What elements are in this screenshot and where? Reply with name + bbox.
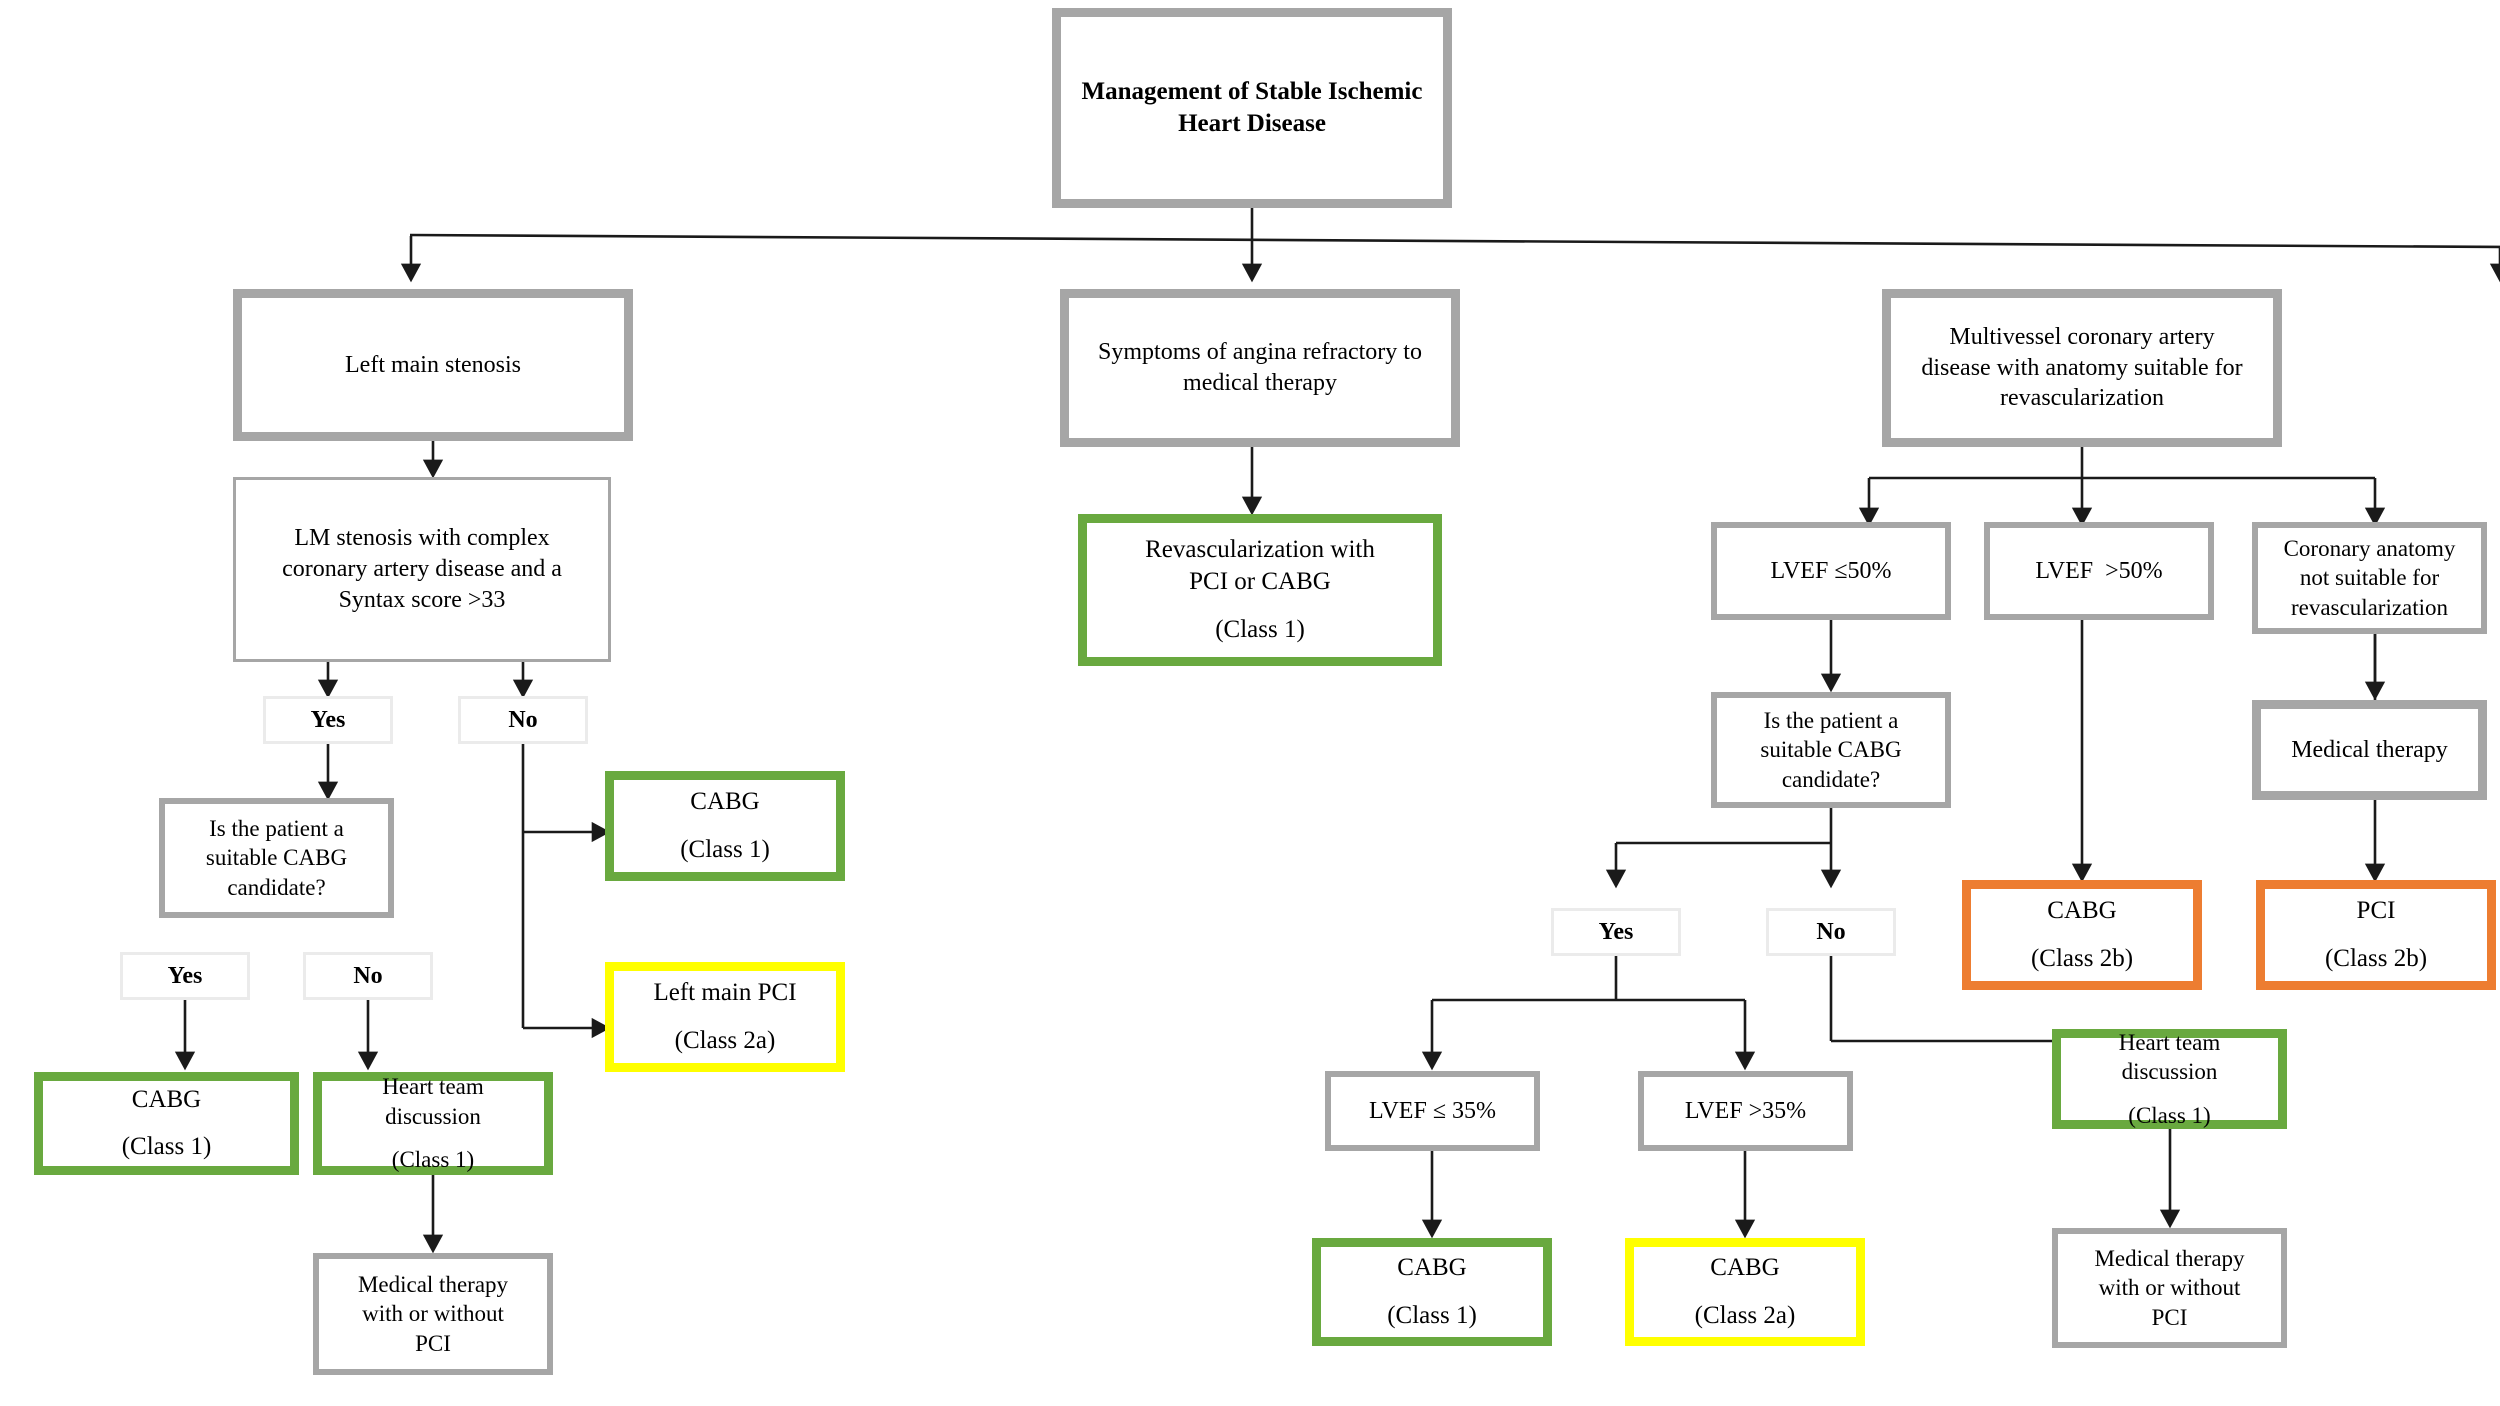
node-text-line: PCI bbox=[2356, 897, 2396, 925]
node-text-line: disease with anatomy suitable for bbox=[1921, 354, 2243, 381]
node-lm-cabg-class1: CABG (Class 1) bbox=[34, 1072, 299, 1175]
node-text-line: LVEF ≤50% bbox=[1770, 557, 1892, 584]
node-anatomy-not-suitable: Coronary anatomy not suitable for revasc… bbox=[2252, 522, 2487, 634]
node-text-line: Left main PCI bbox=[653, 979, 797, 1007]
node-lvef-gt-35: LVEF >35% bbox=[1638, 1071, 1853, 1151]
node-text-line: (Class 1) bbox=[121, 1133, 212, 1161]
node-text-line: Is the patient a bbox=[209, 815, 344, 841]
node-text-line: No bbox=[353, 962, 383, 989]
node-mv-pci-class2b: PCI (Class 2b) bbox=[2256, 880, 2496, 990]
node-text-line: Medical therapy bbox=[2094, 1245, 2245, 1271]
node-text-line: (Class 1) bbox=[2128, 1102, 2211, 1128]
node-text-line: LVEF ≤ 35% bbox=[1369, 1097, 1496, 1124]
node-multivessel-cad: Multivessel coronary artery disease with… bbox=[1882, 289, 2282, 447]
node-text-line: (Class 2a) bbox=[674, 1026, 776, 1054]
node-lm-branch-yes: Yes bbox=[263, 696, 393, 744]
node-mv-medical-therapy-pci: Medical therapy with or without PCI bbox=[2052, 1228, 2287, 1348]
node-text-line: Medical therapy bbox=[2291, 736, 2448, 763]
node-text-line: Left main stenosis bbox=[345, 351, 521, 378]
node-text-line: coronary artery disease and a bbox=[282, 556, 562, 583]
node-mv-cabg-class1: CABG (Class 1) bbox=[1312, 1238, 1552, 1346]
node-text-line: PCI bbox=[415, 1330, 451, 1356]
node-text-line: discussion bbox=[2121, 1059, 2218, 1085]
node-text-line: Management of Stable Ischemic bbox=[1081, 78, 1423, 105]
node-mv-heart-team: Heart team discussion (Class 1) bbox=[2052, 1029, 2287, 1129]
node-lm-medical-therapy-pci: Medical therapy with or without PCI bbox=[313, 1253, 553, 1375]
node-text-line: No bbox=[508, 706, 538, 733]
node-text-line: Yes bbox=[1598, 918, 1634, 945]
node-mv-cabg-class2a: CABG (Class 2a) bbox=[1625, 1238, 1865, 1346]
node-mv-medical-therapy: Medical therapy bbox=[2252, 700, 2487, 800]
node-text-line: CABG bbox=[1397, 1254, 1467, 1282]
node-text-line: Heart team bbox=[382, 1074, 484, 1100]
node-text-line: candidate? bbox=[1781, 766, 1881, 792]
node-text-line: with or without bbox=[362, 1301, 504, 1327]
node-text-line: PCI bbox=[2151, 1304, 2188, 1330]
node-text-line: LVEF >50% bbox=[2035, 557, 2163, 584]
node-lm-complex-syntax: LM stenosis with complex coronary artery… bbox=[233, 477, 611, 662]
node-root-title: Management of Stable Ischemic Heart Dise… bbox=[1052, 8, 1452, 208]
node-text-line: Symptoms of angina refractory to bbox=[1098, 339, 1422, 366]
node-left-main-stenosis: Left main stenosis bbox=[233, 289, 633, 441]
node-lvef-le-35: LVEF ≤ 35% bbox=[1325, 1071, 1540, 1151]
node-text-line: suitable CABG bbox=[205, 845, 348, 871]
node-lm-no-cabg-class1: CABG (Class 1) bbox=[605, 771, 845, 881]
node-text-line: Revascularization with bbox=[1145, 536, 1375, 564]
node-text-line: suitable CABG bbox=[1760, 737, 1902, 763]
node-text-line: CABG bbox=[2047, 897, 2117, 925]
node-text-line: (Class 1) bbox=[391, 1147, 475, 1173]
node-lm-cabg-candidate: Is the patient a suitable CABG candidate… bbox=[159, 798, 394, 918]
node-text-line: Medical therapy bbox=[357, 1271, 509, 1297]
node-text-line: (Class 2b) bbox=[2324, 944, 2428, 972]
node-text-line: medical therapy bbox=[1183, 370, 1337, 396]
node-lm-left-main-pci-class2a: Left main PCI (Class 2a) bbox=[605, 962, 845, 1072]
node-angina-refractory: Symptoms of angina refractory to medical… bbox=[1060, 289, 1460, 447]
node-text-line: CABG bbox=[131, 1085, 202, 1113]
node-text-line: PCI or CABG bbox=[1189, 568, 1331, 596]
node-text-line: LVEF >35% bbox=[1684, 1097, 1807, 1124]
node-text-line: (Class 1) bbox=[1215, 615, 1305, 643]
node-text-line: Heart team bbox=[2118, 1029, 2221, 1055]
node-text-line: Yes bbox=[167, 962, 203, 989]
node-lm-candidate-yes: Yes bbox=[120, 952, 250, 1000]
node-text-line: candidate? bbox=[227, 874, 326, 900]
node-text-line: CABG bbox=[690, 788, 760, 816]
node-text-line: Heart Disease bbox=[1178, 110, 1326, 137]
node-text-line: discussion bbox=[385, 1103, 481, 1129]
node-text-line: (Class 1) bbox=[680, 835, 770, 863]
node-text-line: LM stenosis with complex bbox=[294, 525, 550, 552]
node-lvef-le-50: LVEF ≤50% bbox=[1711, 522, 1951, 620]
node-mv-candidate-no: No bbox=[1766, 908, 1896, 956]
node-text-line: No bbox=[1816, 918, 1846, 945]
node-mv-cabg-candidate: Is the patient a suitable CABG candidate… bbox=[1711, 692, 1951, 808]
node-revascularization-pci-cabg: Revascularization with PCI or CABG (Clas… bbox=[1078, 514, 1442, 666]
node-text-line: (Class 2b) bbox=[2030, 944, 2134, 972]
node-lvef-gt-50: LVEF >50% bbox=[1984, 522, 2214, 620]
node-lm-heart-team: Heart team discussion (Class 1) bbox=[313, 1072, 553, 1175]
node-text-line: revascularization bbox=[2000, 385, 2164, 412]
node-mv-candidate-yes: Yes bbox=[1551, 908, 1681, 956]
node-text-line: Is the patient a bbox=[1763, 707, 1899, 733]
node-text-line: not suitable for bbox=[2299, 565, 2440, 591]
node-text-line: (Class 2a) bbox=[1694, 1301, 1796, 1329]
node-text-line: Yes bbox=[310, 706, 346, 733]
node-lm-branch-no: No bbox=[458, 696, 588, 744]
node-text-line: with or without bbox=[2098, 1275, 2241, 1301]
node-text-line: Coronary anatomy bbox=[2283, 535, 2456, 561]
node-text-line: CABG bbox=[1710, 1254, 1780, 1282]
node-text-line: Multivessel coronary artery bbox=[1949, 323, 2215, 350]
node-text-line: revascularization bbox=[2290, 594, 2449, 620]
node-text-line: (Class 1) bbox=[1387, 1301, 1477, 1329]
node-lm-candidate-no: No bbox=[303, 952, 433, 1000]
node-mv-cabg-class2b: CABG (Class 2b) bbox=[1962, 880, 2202, 990]
node-text-line: Syntax score >33 bbox=[338, 586, 506, 613]
